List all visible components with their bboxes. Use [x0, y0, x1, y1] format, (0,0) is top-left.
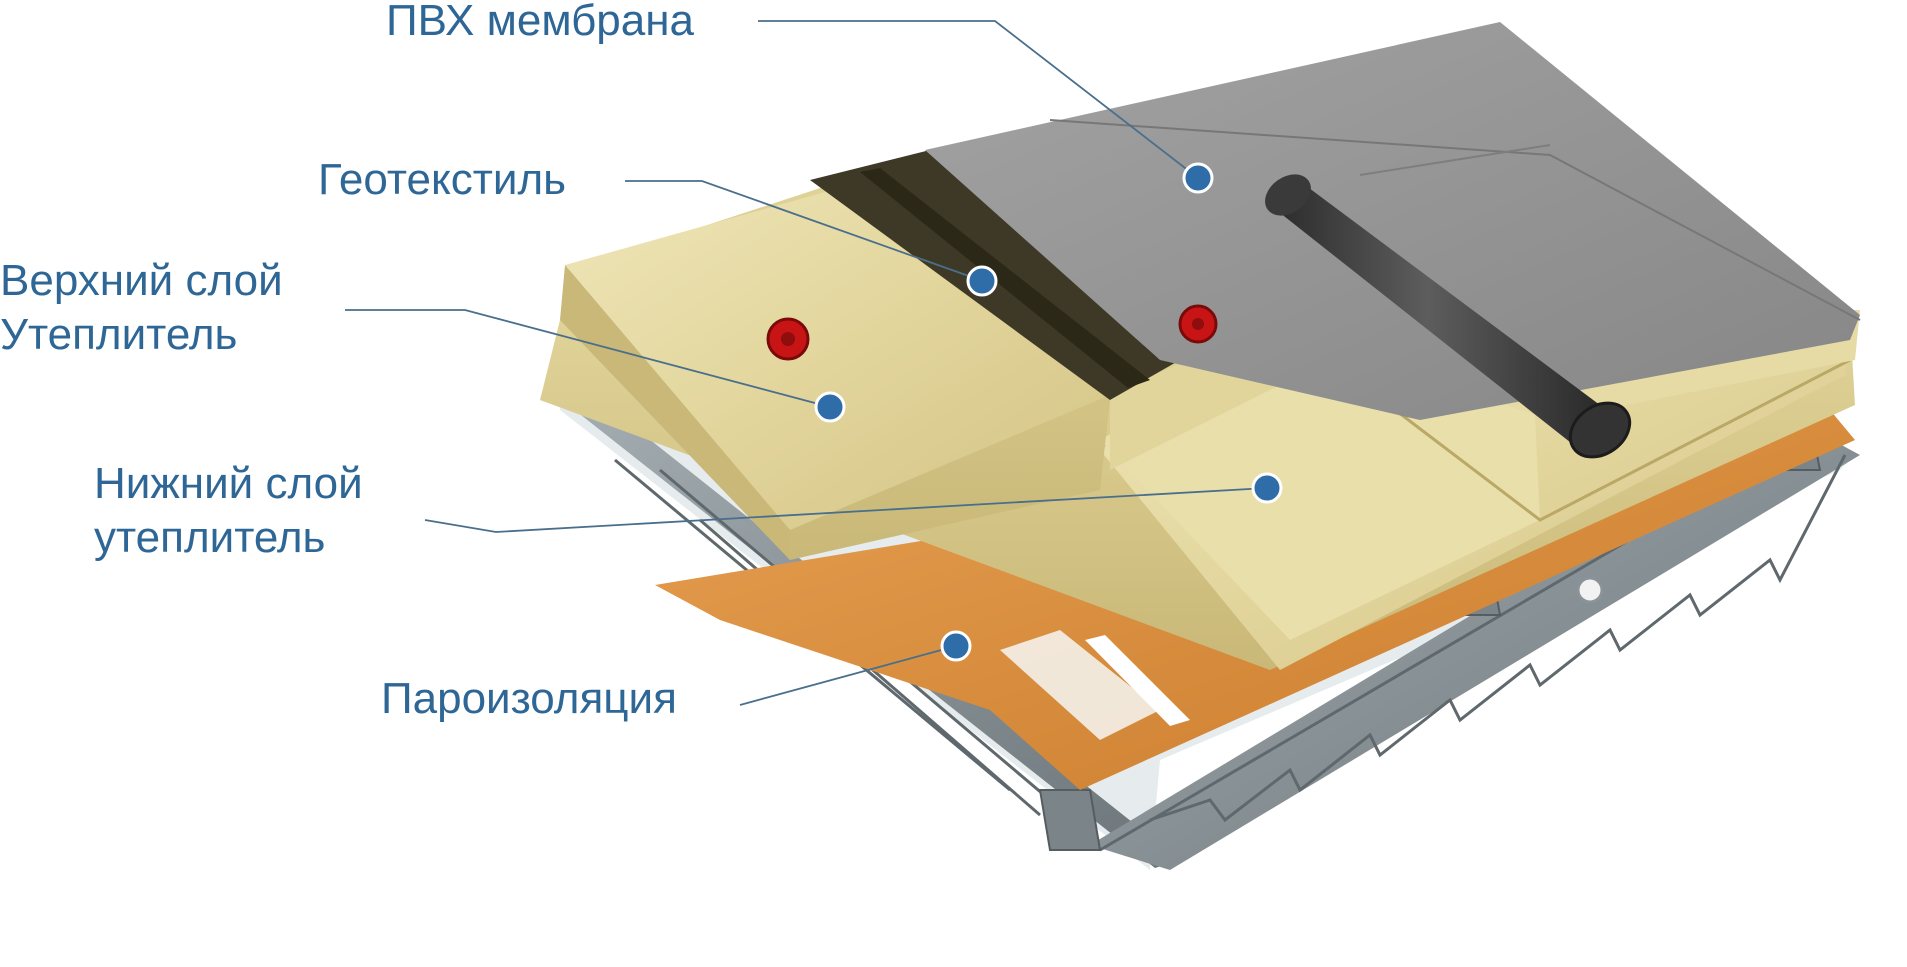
leader-line-geotextile — [625, 180, 981, 281]
marker-vapor-barrier — [940, 630, 972, 662]
leader-lines — [345, 20, 1268, 706]
pvc-membrane-layer — [925, 22, 1861, 420]
label-pvc-membrane: ПВХ мембрана — [386, 0, 694, 45]
layer-markers — [814, 162, 1283, 662]
label-lower-insulation-line2: утеплитель — [94, 513, 326, 562]
label-lower-insulation: Нижний слой утеплитель — [94, 457, 363, 565]
leader-line-upper — [345, 309, 831, 408]
marker-lower-insulation — [1251, 472, 1283, 504]
label-lower-insulation-line1: Нижний слой — [94, 459, 363, 508]
label-upper-insulation-line1: Верхний слой — [0, 256, 283, 305]
fasteners — [766, 304, 1218, 361]
leader-line-lower — [424, 487, 1268, 533]
leader-line-vapor — [739, 645, 957, 706]
membrane-roll — [1265, 174, 1632, 459]
marker-geotextile — [966, 265, 998, 297]
marker-upper-insulation — [814, 391, 846, 423]
label-upper-insulation: Верхний слой Утеплитель — [0, 254, 283, 362]
leader-line-pvc — [758, 20, 1199, 179]
marker-pvc-membrane — [1182, 162, 1214, 194]
label-geotextile: Геотекстиль — [318, 155, 567, 204]
label-vapor-barrier: Пароизоляция — [381, 674, 677, 723]
label-upper-insulation-line2: Утеплитель — [0, 310, 238, 359]
